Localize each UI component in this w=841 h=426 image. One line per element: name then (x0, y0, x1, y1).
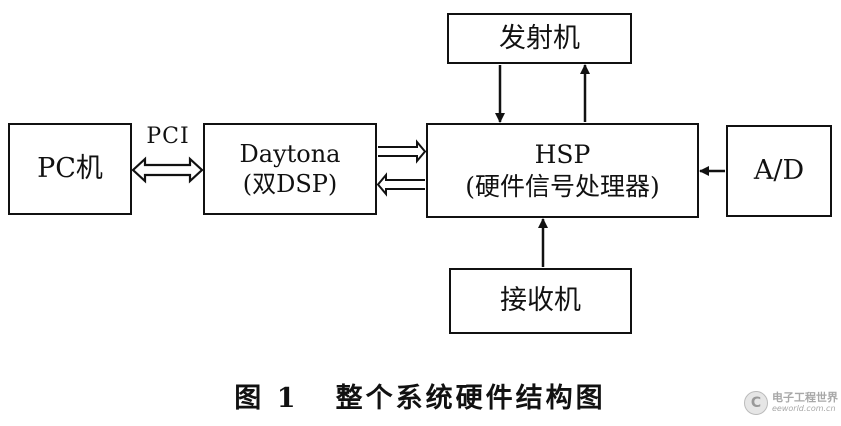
daytona-title: Daytona (239, 140, 341, 168)
daytona-block: Daytona (双DSP) (203, 123, 377, 215)
hsp-to-daytona-arrow (376, 172, 425, 197)
watermark-logo: C 电子工程世界 eeworld.com.cn (744, 387, 838, 421)
figure-caption: 图 1 整个系统硬件结构图 (234, 383, 606, 414)
hsp-title: HSP (534, 140, 591, 170)
hsp-block: HSP (硬件信号处理器) (426, 123, 699, 218)
receiver-block: 接收机 (449, 268, 632, 334)
daytona-to-hsp-arrow (378, 139, 427, 164)
daytona-subtitle: (双DSP) (242, 170, 338, 198)
watermark-title: 电子工程世界 (772, 391, 838, 404)
pci-bidirectional-arrow (131, 156, 204, 184)
pc-label: PC机 (37, 153, 103, 185)
hsp-subtitle: (硬件信号处理器) (465, 171, 660, 201)
ad-converter-block: A/D (726, 125, 832, 217)
watermark-site: eeworld.com.cn (772, 404, 836, 413)
eeworld-logo-icon: C (744, 391, 768, 415)
pc-block: PC机 (8, 123, 132, 215)
receiver-label: 接收机 (500, 285, 581, 317)
transmitter-block: 发射机 (447, 13, 632, 64)
ad-label: A/D (753, 155, 805, 187)
transmitter-label: 发射机 (499, 22, 580, 54)
pci-bus-label: PCI (146, 124, 190, 149)
